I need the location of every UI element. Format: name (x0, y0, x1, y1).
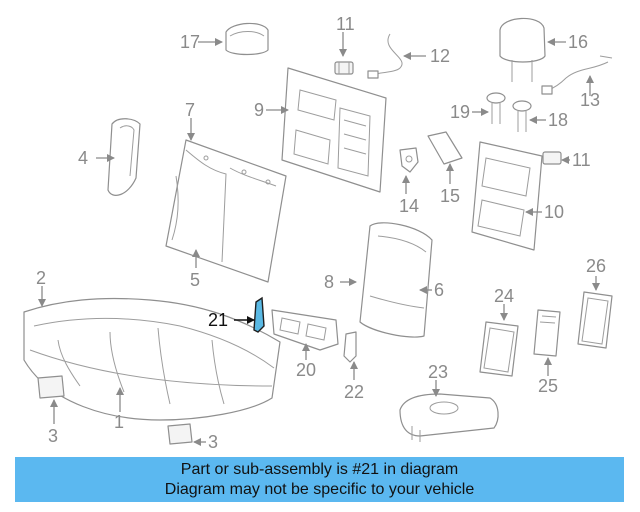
callout-22: 22 (344, 382, 364, 402)
callout-20: 20 (296, 360, 316, 380)
part-3-clip-bottom (167, 423, 193, 445)
callout-11-right: 11 (572, 150, 591, 170)
callout-7: 7 (185, 100, 195, 120)
notice-line-disclaimer: Diagram may not be specific to your vehi… (164, 481, 475, 498)
callout-19: 19 (450, 102, 470, 122)
callout-10: 10 (544, 202, 564, 222)
part-16-headrest (499, 17, 546, 82)
callout-1: 1 (114, 412, 124, 432)
part-24-panel (479, 321, 519, 377)
part-26-panel (577, 291, 613, 349)
part-14-bracket (399, 147, 419, 173)
part-3-clip-left (37, 375, 65, 399)
callout-24: 24 (494, 286, 514, 306)
part-15-bracket (427, 131, 463, 165)
part-13-cable (541, 55, 613, 95)
part-4-side-bolster (107, 118, 141, 196)
callout-2: 2 (36, 268, 46, 288)
callout-6: 6 (434, 280, 444, 300)
part-1-seat-cushion (23, 297, 281, 421)
callout-17: 17 (180, 32, 200, 52)
callout-13: 13 (580, 90, 600, 110)
part-11-clip-upper (334, 61, 354, 75)
part-8-seatback-cushion (359, 222, 433, 338)
callout-21-highlighted: 21 (208, 310, 228, 330)
callout-16: 16 (568, 32, 588, 52)
callout-18: 18 (548, 110, 568, 130)
part-20-bracket (271, 309, 339, 351)
part-11-clip-right (542, 151, 562, 165)
part-21-highlighted (253, 296, 265, 333)
callout-9: 9 (254, 100, 264, 120)
callout-3-right: 3 (208, 432, 218, 452)
part-23-armrest (399, 393, 499, 442)
part-17-headrest (225, 22, 269, 56)
callout-4: 4 (78, 148, 88, 168)
callout-8: 8 (324, 272, 334, 292)
callout-3-left: 3 (48, 426, 58, 446)
part-18-guide (512, 100, 532, 132)
callout-11-upper: 11 (336, 14, 355, 34)
notice-line-part-number: Part or sub-assembly is #21 in diagram (180, 461, 459, 478)
callout-14: 14 (399, 196, 419, 216)
part-9-seatback-frame (281, 67, 387, 193)
callout-12: 12 (430, 46, 450, 66)
part-12-cable (367, 33, 403, 79)
callout-26: 26 (586, 256, 606, 276)
part-22-bracket (343, 331, 357, 363)
callout-23: 23 (428, 362, 448, 382)
callout-15: 15 (440, 186, 460, 206)
diagram-notice-banner: Part or sub-assembly is #21 in diagram D… (15, 457, 624, 502)
part-10-seatback-frame (471, 141, 543, 251)
callout-25: 25 (538, 376, 558, 396)
part-5-seatback-cushion (165, 139, 287, 283)
part-19-guide (486, 92, 506, 124)
callout-5: 5 (190, 270, 200, 290)
part-25-panel (533, 309, 561, 357)
